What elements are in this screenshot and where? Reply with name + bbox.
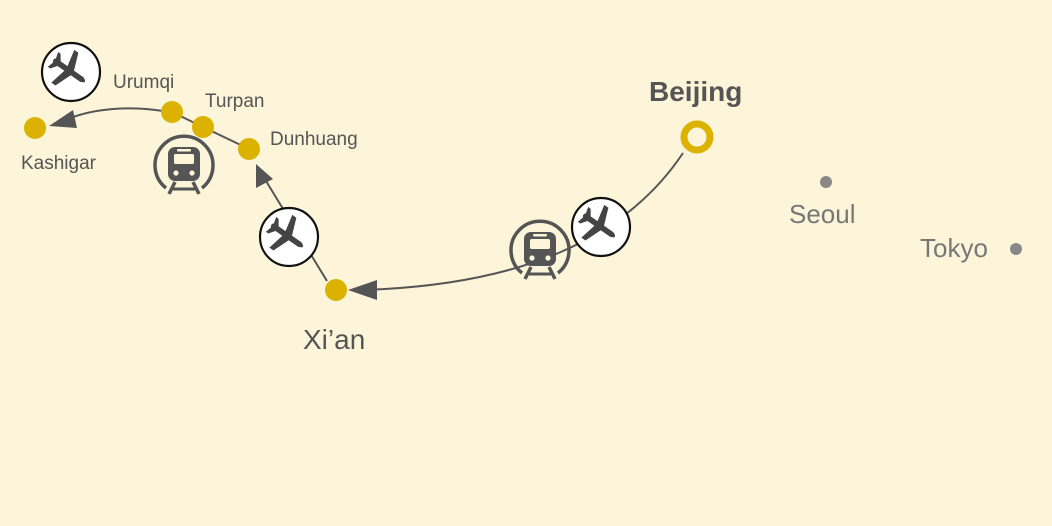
turpan-label: Turpan — [205, 91, 265, 112]
train-icon — [153, 134, 215, 196]
dunhuang-marker[interactable] — [238, 138, 260, 160]
kashigar-marker[interactable] — [24, 117, 46, 139]
arrow-to-kashigar — [49, 110, 77, 128]
plane-icon — [258, 206, 320, 268]
tokyo-marker[interactable] — [1010, 243, 1022, 255]
xian-marker[interactable] — [325, 279, 347, 301]
plane-icon — [40, 41, 102, 103]
beijing-label: Beijing — [649, 76, 743, 107]
seoul-label: Seoul — [789, 199, 856, 229]
xian-label: Xi’an — [303, 324, 366, 355]
arrow-to-xian — [348, 280, 377, 300]
plane-icon — [570, 196, 632, 258]
urumqi-marker[interactable] — [161, 101, 183, 123]
train-icon — [509, 219, 571, 281]
turpan-marker[interactable] — [192, 116, 214, 138]
route-beijing-xian — [362, 152, 684, 291]
arrow-to-dunhuang — [256, 164, 273, 188]
seoul-marker[interactable] — [820, 176, 832, 188]
tokyo-label: Tokyo — [920, 233, 988, 263]
route-urumqi-kashigar — [67, 107, 164, 120]
urumqi-label: Urumqi — [113, 72, 175, 93]
dunhuang-label: Dunhuang — [270, 129, 358, 150]
beijing-marker[interactable] — [680, 120, 714, 154]
kashigar-label: Kashigar — [21, 153, 96, 174]
